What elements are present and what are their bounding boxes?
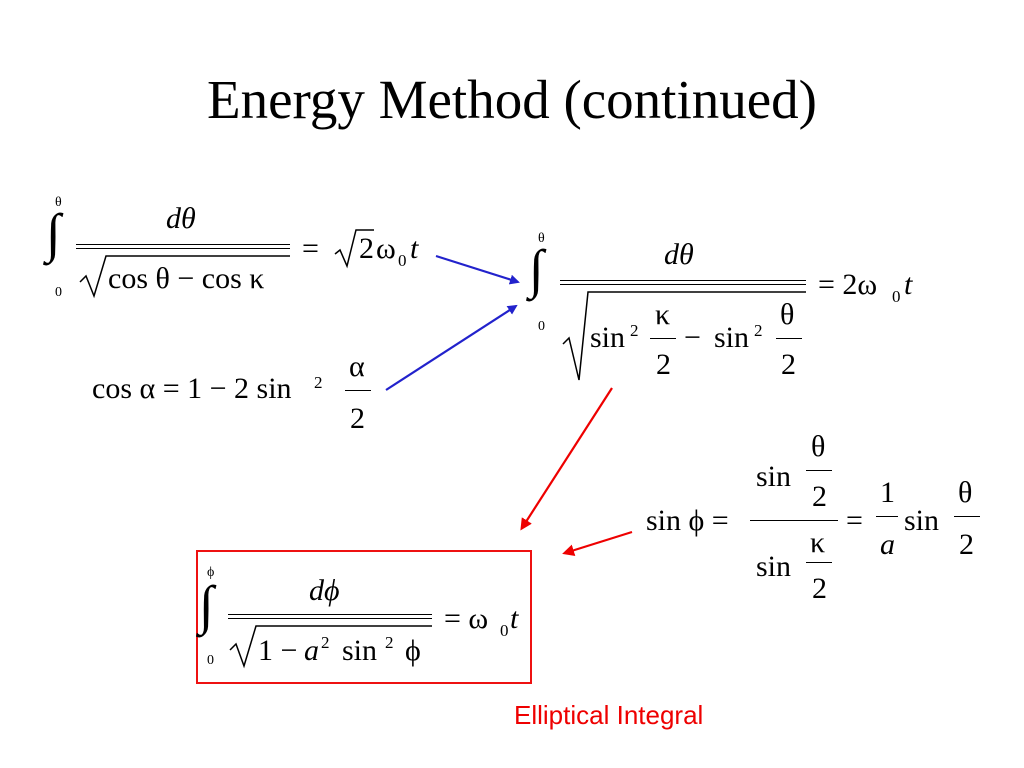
eq4-bot-den: 2 [812, 572, 827, 605]
elliptical-integral-label: Elliptical Integral [514, 700, 704, 730]
eq4-main-bar [750, 520, 838, 521]
eq3-exp1: 2 [630, 321, 639, 340]
eq4-sin: sin [904, 504, 940, 537]
eq3-numerator: dθ [664, 238, 694, 271]
slide-title: Energy Method (continued) [207, 69, 817, 130]
eq3-theta-num: θ [780, 298, 795, 331]
eq2-lhs: cos α = 1 − 2 sin [92, 372, 292, 405]
eq5-rhs-subscript: 0 [500, 621, 509, 640]
eq1-rhs-t: t [410, 232, 419, 265]
eq1-lower-limit: 0 [55, 285, 62, 300]
eq3-kappa-bar [650, 338, 676, 339]
red-arrow-left [562, 530, 633, 557]
eq1-rhs-omega: ω [376, 232, 396, 265]
eq3-sin1: sin [590, 321, 626, 354]
eq5-den-exp2: 2 [385, 633, 394, 652]
eq3-minus: − [684, 321, 701, 354]
eq5-upper-limit: ϕ [207, 565, 215, 580]
result-highlight-box [196, 550, 532, 684]
eq4-top-num: θ [811, 430, 826, 463]
eq3-kappa-den: 2 [656, 348, 671, 381]
eq3-exp2: 2 [754, 321, 763, 340]
eq5-den-one: 1 − [258, 634, 298, 667]
eq4-lhs: sin ϕ = [646, 504, 729, 537]
eq5-den-exp1: 2 [321, 633, 330, 652]
blue-arrow-top [435, 254, 520, 285]
eq5-fraction-bar [228, 614, 432, 619]
blue-arrow-bottom [385, 304, 518, 391]
eq4-last-den: 2 [959, 528, 974, 561]
eq2-frac-denominator: 2 [350, 402, 365, 435]
eq5-rhs: = ω [444, 602, 489, 635]
eq3-rhs: = 2ω [818, 268, 878, 301]
eq5-lower-limit: 0 [207, 653, 214, 668]
eq1-fraction-bar [76, 244, 290, 249]
eq4-one: 1 [880, 476, 895, 509]
eq3-rhs-t: t [904, 268, 913, 301]
eq4-a-bar [876, 516, 898, 517]
red-arrow-down [520, 387, 613, 531]
eq4-last-bar [954, 516, 980, 517]
eq3-upper-limit: θ [538, 231, 545, 246]
eq3-fraction-bar [560, 280, 806, 285]
eq4-equals: = [846, 504, 863, 537]
eq3-theta-bar [776, 338, 802, 339]
eq4-bot-bar [806, 562, 832, 563]
eq1-rhs-root: 2 [359, 232, 374, 265]
eq4-a: a [880, 528, 895, 561]
eq5-den-sin: sin [342, 634, 378, 667]
eq1-equals: = [302, 232, 319, 265]
eq2-exponent: 2 [314, 373, 323, 392]
eq5-rhs-t: t [510, 602, 519, 635]
eq1-rhs-subscript: 0 [398, 251, 407, 270]
eq5-numerator: dϕ [309, 574, 340, 607]
eq4-top-bar [806, 470, 832, 471]
eq4-bot-num: κ [810, 526, 826, 559]
eq3-kappa-num: κ [655, 298, 671, 331]
eq4-last-num: θ [958, 476, 973, 509]
eq2-frac-numerator: α [349, 350, 365, 383]
eq5-integral-sign: ∫ [199, 575, 214, 635]
eq3-sin2: sin [714, 321, 750, 354]
eq3-lower-limit: 0 [538, 319, 545, 334]
eq1-upper-limit: θ [55, 195, 62, 210]
eq4-top-sin: sin [756, 460, 792, 493]
eq3-integral-sign: ∫ [529, 239, 544, 299]
eq1-integral-sign: ∫ [46, 203, 61, 263]
eq1-denominator: cos θ − cos κ [108, 262, 265, 295]
eq4-top-den: 2 [812, 480, 827, 513]
eq2-fraction-bar [345, 390, 371, 391]
eq3-rhs-subscript: 0 [892, 287, 901, 306]
eq5-den-phi: ϕ [405, 634, 421, 667]
eq1-numerator: dθ [166, 202, 196, 235]
eq3-theta-den: 2 [781, 348, 796, 381]
eq4-bot-sin: sin [756, 550, 792, 583]
eq5-den-a: a [304, 634, 319, 667]
